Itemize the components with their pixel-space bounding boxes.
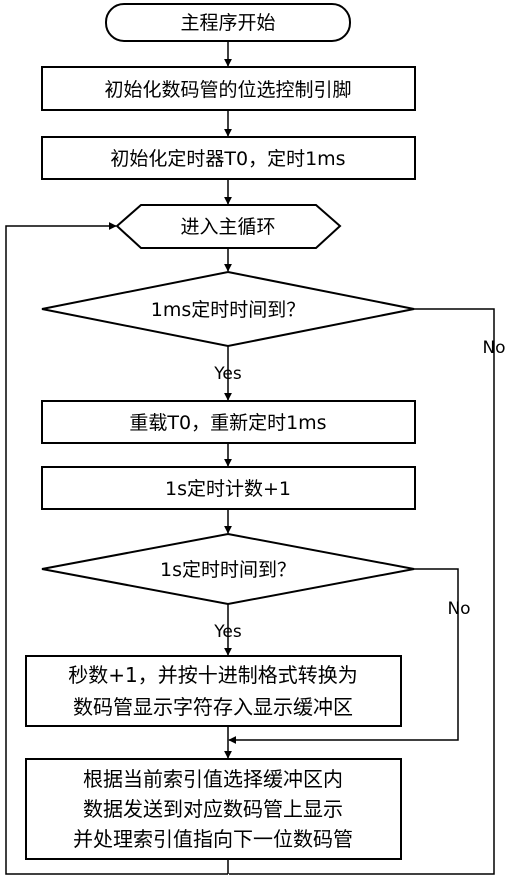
decision-1ms-yes-label: Yes bbox=[213, 364, 242, 384]
init-timer-box: 初始化定时器T0，定时1ms bbox=[41, 136, 416, 180]
decision-1s-label: 1s定时时间到？ bbox=[160, 559, 296, 581]
decision-1ms-no-label: No bbox=[482, 338, 505, 358]
main-loop-label: 进入主循环 bbox=[180, 216, 275, 238]
update-seconds-box: 秒数+1，并按十进制格式转换为 数码管显示字符存入显示缓冲区 bbox=[25, 655, 402, 727]
display-line-2: 数据发送到对应数码管上显示 bbox=[83, 797, 343, 821]
decision-1s: 1s定时时间到？ bbox=[41, 532, 415, 606]
count-1s-label: 1s定时计数+1 bbox=[165, 478, 291, 500]
init-pins-label: 初始化数码管的位选控制引脚 bbox=[104, 79, 351, 101]
display-line-1: 根据当前索引值选择缓冲区内 bbox=[83, 767, 343, 791]
arrow-decision2-no bbox=[228, 568, 459, 744]
update-seconds-line-2: 数码管显示字符存入显示缓冲区 bbox=[73, 695, 353, 719]
decision-1s-no-label: No bbox=[447, 599, 470, 619]
line-decision1-no bbox=[229, 308, 495, 875]
decision-1ms: 1ms定时时间到？ bbox=[41, 270, 415, 348]
update-seconds-line-1: 秒数+1，并按十进制格式转换为 bbox=[68, 663, 357, 687]
main-loop-box: 进入主循环 bbox=[115, 204, 342, 249]
reload-timer-label: 重载T0，重新定时1ms bbox=[129, 412, 326, 434]
arrow-loop-back bbox=[5, 222, 228, 875]
count-1s-box: 1s定时计数+1 bbox=[41, 466, 416, 510]
start-terminal: 主程序开始 bbox=[105, 3, 351, 42]
decision-1ms-label: 1ms定时时间到？ bbox=[151, 299, 306, 321]
reload-timer-box: 重载T0，重新定时1ms bbox=[41, 400, 416, 444]
display-box: 根据当前索引值选择缓冲区内 数据发送到对应数码管上显示 并处理索引值指向下一位数… bbox=[25, 758, 402, 860]
decision-1s-yes-label: Yes bbox=[213, 622, 242, 642]
init-pins-box: 初始化数码管的位选控制引脚 bbox=[41, 66, 416, 111]
display-line-3: 并处理索引值指向下一位数码管 bbox=[73, 827, 353, 851]
start-label: 主程序开始 bbox=[180, 12, 275, 34]
init-timer-label: 初始化定时器T0，定时1ms bbox=[110, 148, 345, 170]
